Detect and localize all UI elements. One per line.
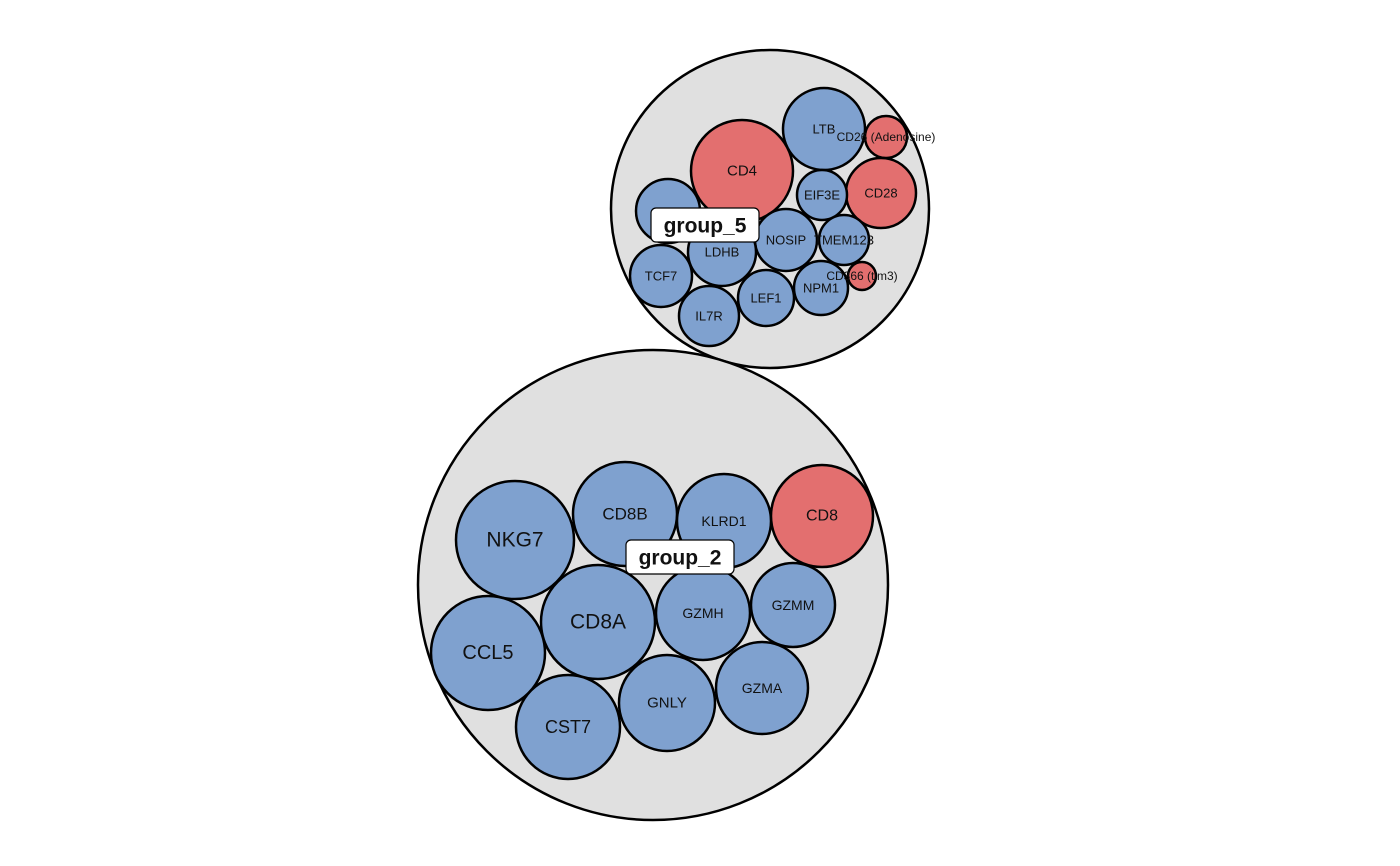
node-layer — [429, 460, 875, 781]
group-label-badge: group_5 — [650, 207, 760, 243]
node-circle — [846, 260, 878, 292]
group-label-box — [650, 207, 760, 243]
node-circle — [628, 243, 694, 309]
group-label: group_2 — [639, 547, 722, 570]
group-label: group_5 — [664, 215, 747, 238]
node-circle — [792, 259, 850, 317]
group-label-box — [625, 539, 735, 575]
node-circle — [817, 213, 871, 267]
node-circle — [514, 673, 622, 781]
node-label: CD8B — [602, 505, 647, 524]
node-label: CD4 — [727, 163, 757, 180]
node-circle — [749, 561, 837, 649]
node-label: LEF1 — [750, 291, 781, 306]
node-label: LDHB — [705, 245, 740, 260]
node-circle — [677, 284, 741, 348]
node-label: IL7R — [695, 309, 722, 324]
node-label: TMEM123 — [814, 233, 874, 248]
node-circle — [714, 640, 810, 736]
node-label: CD366 (tim3) — [826, 269, 897, 283]
node-label: NKG7 — [486, 529, 543, 552]
node-label: EIF3E — [804, 188, 840, 203]
node-circle — [736, 268, 796, 328]
node-circle — [454, 479, 576, 601]
node-circle — [769, 463, 875, 569]
node-circle — [617, 653, 717, 753]
node-circle — [795, 168, 849, 222]
node-label: LTB — [813, 122, 836, 137]
node-label: TCF7 — [645, 269, 678, 284]
node-label: CD26 (Adenosine) — [837, 130, 936, 144]
node-label: GZMA — [742, 680, 783, 696]
node-label: GZMM — [772, 597, 815, 613]
node-label: CST7 — [545, 717, 591, 737]
node-label: NOSIP — [766, 233, 806, 248]
node-label: CD8A — [570, 611, 626, 634]
node-label: GNLY — [647, 695, 687, 712]
node-label: CCL5 — [462, 642, 513, 664]
node-label: CD8 — [806, 508, 838, 525]
node-label: NPM1 — [803, 281, 839, 296]
node-circle — [539, 563, 657, 681]
group-label-badge: group_2 — [625, 539, 735, 575]
node-label: GZMH — [682, 605, 723, 621]
node-circle — [429, 594, 547, 712]
node-label: KLRD1 — [701, 513, 746, 529]
node-label: CD28 — [864, 186, 897, 201]
